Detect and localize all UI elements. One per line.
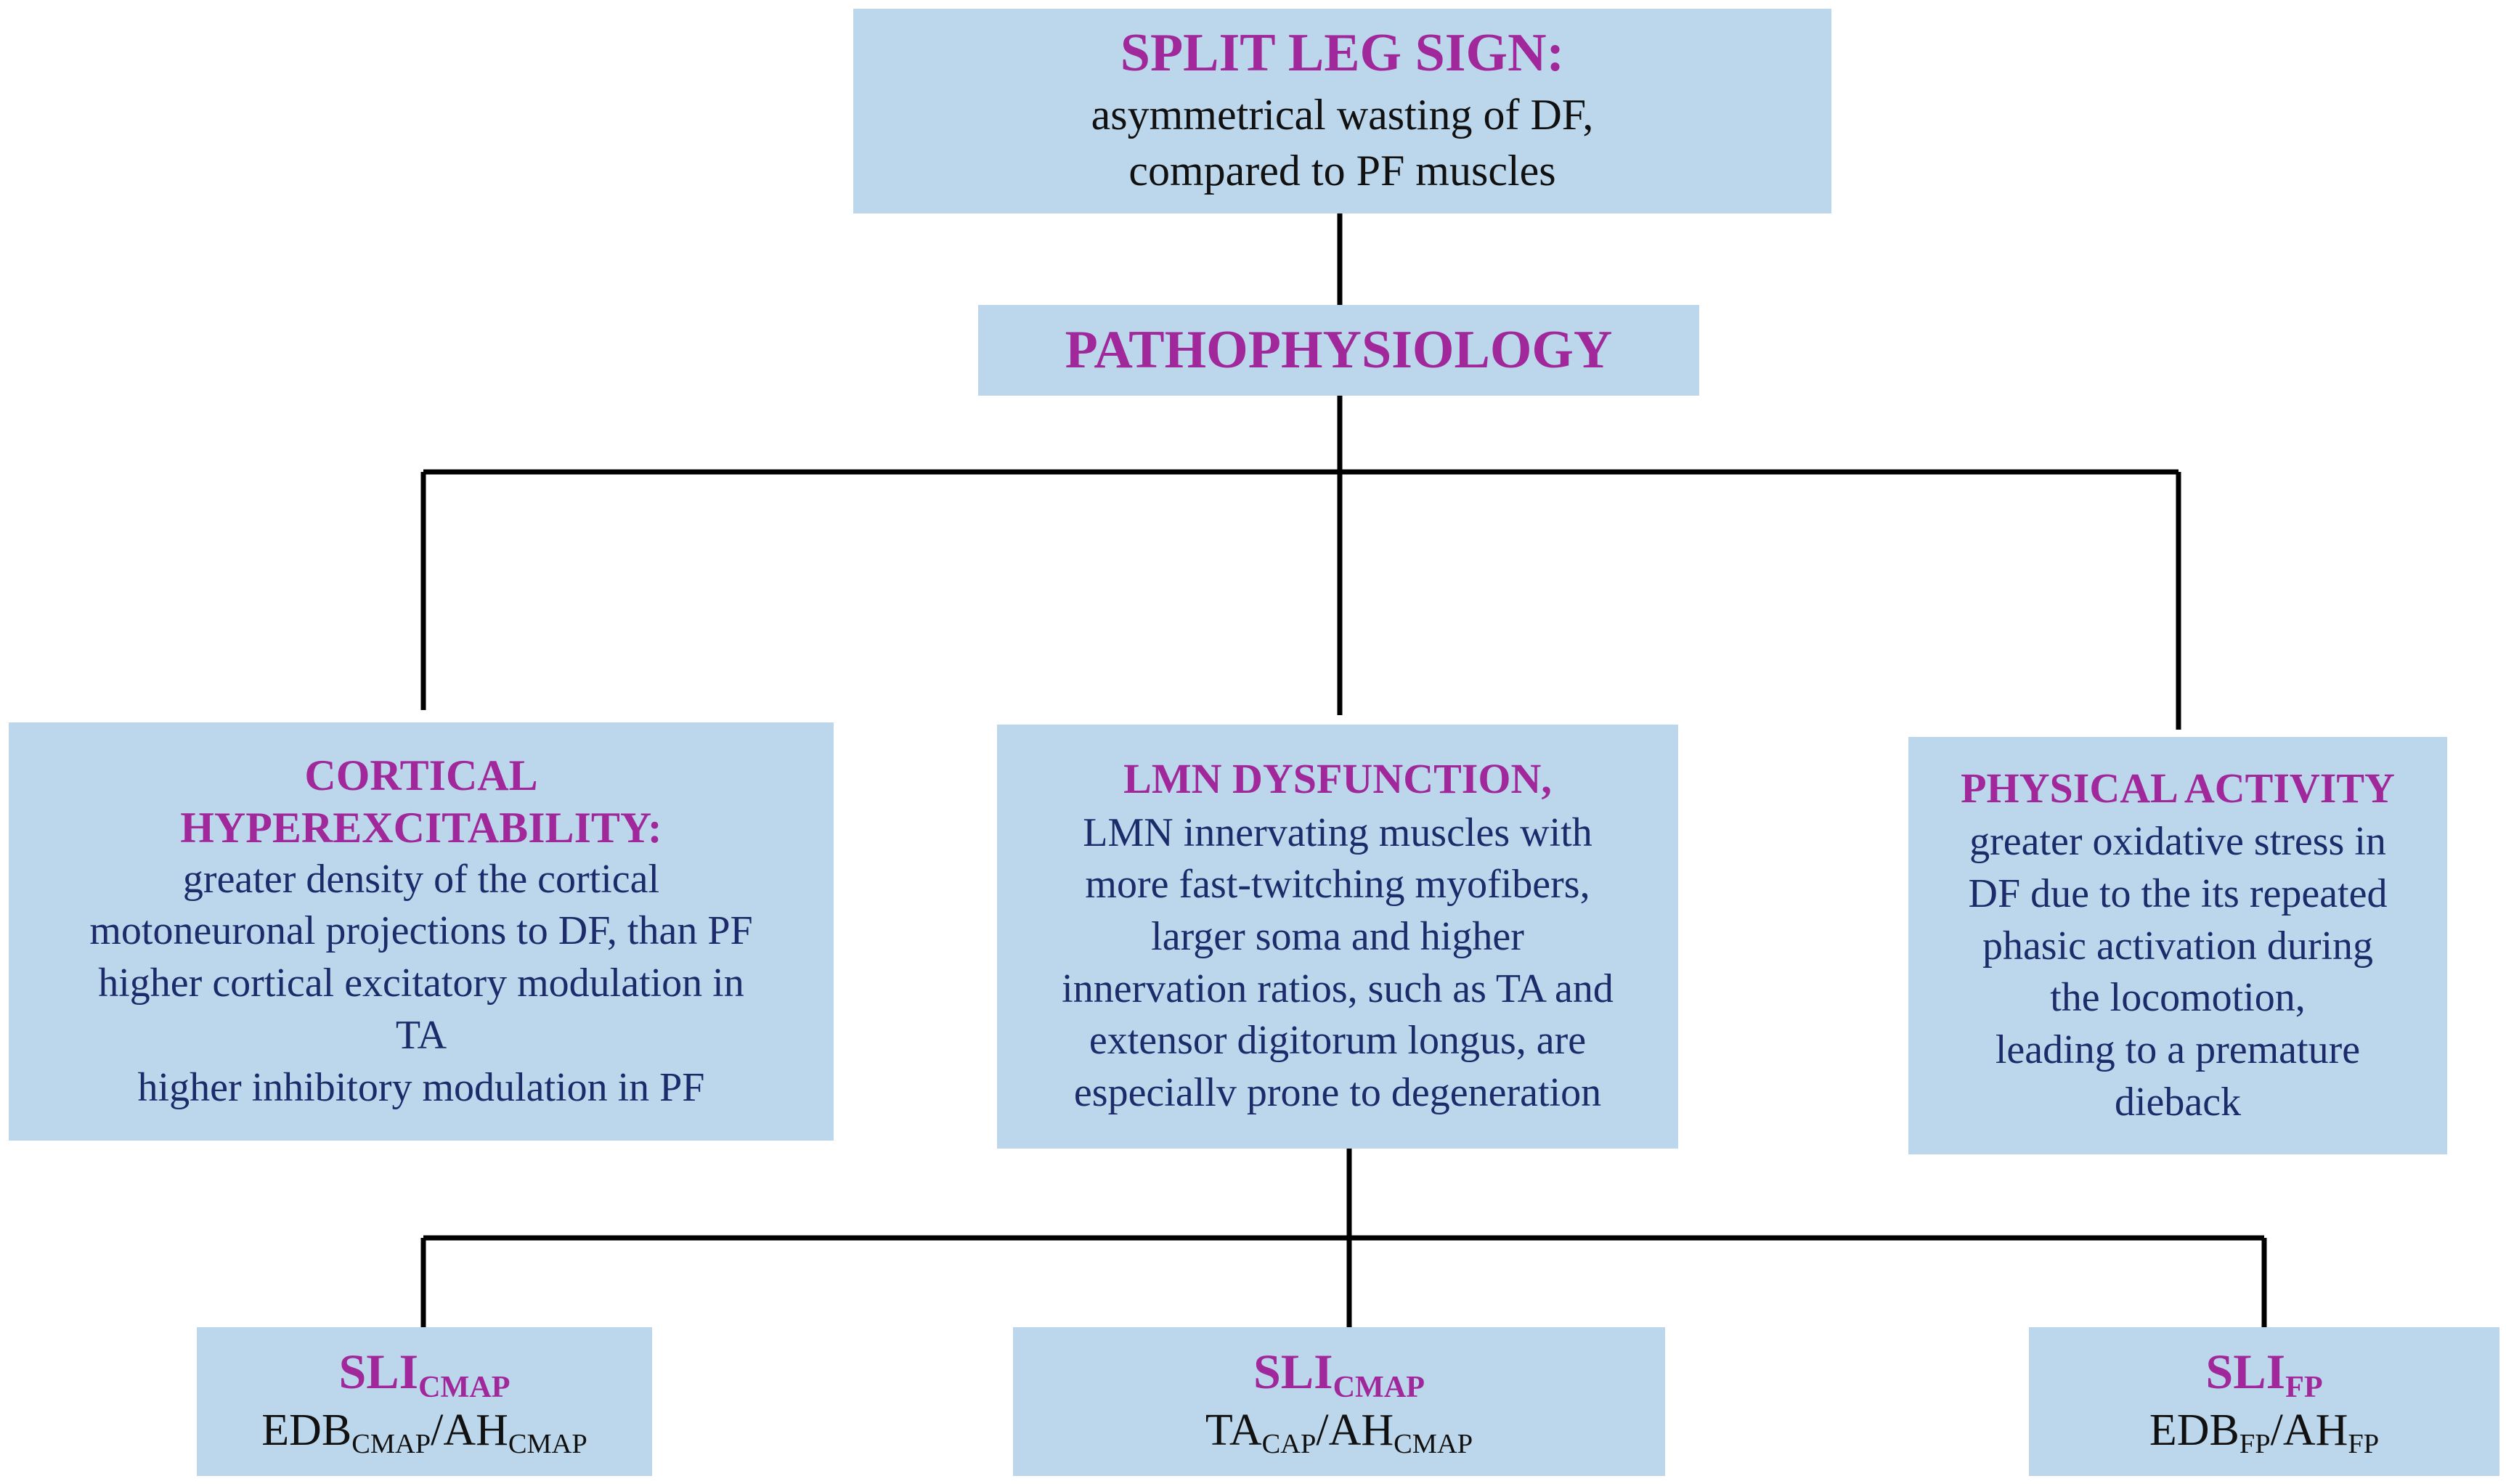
sli-cmap-ta-formula: TACAP/AHCMAP [1205, 1405, 1473, 1460]
lmn-dysfunction-box: LMN DYSFUNCTION, LMN innervating muscles… [997, 725, 1678, 1149]
split-leg-sign-title: SPLIT LEG SIGN: [1120, 23, 1565, 83]
sli-cmap-edb-formula: EDBCMAP/AHCMAP [261, 1405, 587, 1460]
sli-title-sub: FP [2285, 1369, 2323, 1404]
sli-title-main: SLI [338, 1343, 419, 1399]
cortical-line-5: higher inhibitory modulation in PF [137, 1064, 705, 1110]
pathophysiology-box: PATHOPHYSIOLOGY [978, 305, 1699, 396]
sli-fp-title: SLIFP [2205, 1343, 2322, 1405]
split-leg-line-2: compared to PF muscles [1128, 146, 1556, 195]
sli-title-main: SLI [1253, 1343, 1333, 1399]
sli-fp-box: SLIFP EDBFP/AHFP [2029, 1327, 2499, 1476]
physical-line-6: dieback [2114, 1079, 2242, 1125]
formula-slash: / [431, 1406, 444, 1456]
lmn-line-4: innervation ratios, such as TA and [1062, 966, 1614, 1011]
formula-slash: / [1316, 1406, 1329, 1456]
sli-cmap-edb-box: SLICMAP EDBCMAP/AHCMAP [197, 1327, 652, 1476]
formula-numerator-sub: CAP [1261, 1428, 1317, 1459]
formula-denominator: AH [443, 1406, 508, 1456]
physical-line-1: greater oxidative stress in [1969, 819, 2386, 865]
formula-denominator: AH [1328, 1406, 1394, 1456]
cortical-title-line-1: CORTICAL [304, 751, 538, 799]
sli-title-sub: CMAP [1333, 1369, 1425, 1404]
cortical-line-3: higher cortical excitatory modulation in [98, 961, 744, 1006]
formula-denominator: AH [2282, 1406, 2348, 1456]
formula-numerator: EDB [2149, 1406, 2239, 1456]
sli-cmap-ta-title: SLICMAP [1253, 1343, 1425, 1405]
physical-line-4: the locomotion, [2050, 975, 2306, 1021]
formula-denominator-sub: CMAP [508, 1428, 587, 1459]
lmn-line-2: more fast-twitching myofibers, [1085, 862, 1590, 908]
sli-cmap-edb-title: SLICMAP [338, 1343, 510, 1405]
formula-numerator-sub: CMAP [351, 1428, 431, 1459]
split-leg-sign-box: SPLIT LEG SIGN: asymmetrical wasting of … [853, 9, 1831, 213]
cortical-line-4: TA [395, 1012, 447, 1058]
physical-line-3: phasic activation during [1982, 923, 2374, 969]
formula-numerator: EDB [261, 1406, 352, 1456]
cortical-line-1: greater density of the cortical [182, 856, 660, 902]
cortical-title-line-2: HYPEREXCITABILITY: [180, 803, 662, 852]
formula-denominator-sub: FP [2348, 1428, 2380, 1459]
sli-cmap-ta-box: SLICMAP TACAP/AHCMAP [1013, 1327, 1665, 1476]
lmn-line-6: especiallv prone to degeneration [1073, 1070, 1602, 1116]
pathophysiology-title: PATHOPHYSIOLOGY [1065, 320, 1613, 380]
split-leg-line-1: asymmetrical wasting of DF, [1091, 90, 1594, 139]
sli-fp-formula: EDBFP/AHFP [2149, 1405, 2379, 1460]
cortical-hyperexcitability-box: CORTICAL HYPEREXCITABILITY: greater dens… [9, 722, 834, 1141]
formula-denominator-sub: CMAP [1394, 1428, 1473, 1459]
physical-line-5: leading to a premature [1995, 1027, 2361, 1072]
lmn-line-1: LMN innervating muscles with [1083, 810, 1592, 855]
lmn-title: LMN DYSFUNCTION, [1123, 755, 1552, 803]
formula-numerator: TA [1205, 1406, 1262, 1456]
lmn-line-3: larger soma and higher [1151, 914, 1524, 960]
sli-title-main: SLI [2205, 1343, 2286, 1399]
lmn-line-5: extensor digitorum longus, are [1089, 1018, 1587, 1064]
physical-title: PHYSICAL ACTIVITY [1961, 764, 2395, 812]
cortical-line-2: motoneuronal projections to DF, than PF [89, 908, 753, 954]
physical-activity-box: PHYSICAL ACTIVITY greater oxidative stre… [1908, 737, 2447, 1154]
physical-line-2: DF due to the its repeated [1968, 871, 2388, 916]
formula-numerator-sub: FP [2239, 1428, 2271, 1459]
formula-slash: / [2270, 1406, 2283, 1456]
sli-title-sub: CMAP [418, 1369, 510, 1404]
